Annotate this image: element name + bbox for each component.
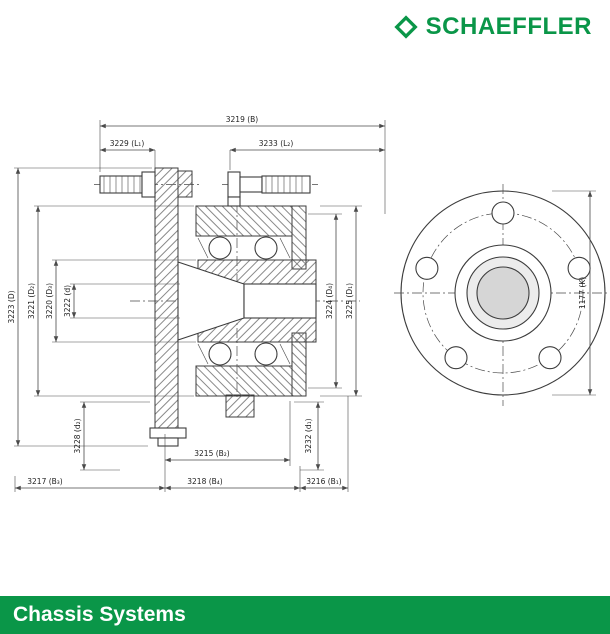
dim-label-d-minor: 3222 (d) xyxy=(63,285,72,317)
dim-label-d3-major: 3220 (D₃) xyxy=(45,283,54,319)
bolt-hole xyxy=(491,201,515,225)
dimensions-section: 3219 (B) 3229 (L₁) 3233 (L₂) 3223 (D) 32… xyxy=(7,115,386,492)
technical-drawing: 3219 (B) 3229 (L₁) 3233 (L₂) 3223 (D) 32… xyxy=(7,115,609,492)
dim-label-d2-major: 3221 (D₂) xyxy=(27,283,36,319)
bolt-boss-bottom xyxy=(225,394,255,418)
front-view xyxy=(394,184,609,406)
stud1-collar xyxy=(141,171,156,198)
bearing-ball xyxy=(208,236,232,260)
bolt-hole xyxy=(415,256,439,280)
bolt-hole xyxy=(444,346,468,370)
drawing-area: 3219 (B) 3229 (L₁) 3233 (L₂) 3223 (D) 32… xyxy=(0,56,610,596)
dimensions-front: 1177 (K) xyxy=(552,190,596,396)
footer-title: Chassis Systems xyxy=(13,603,186,626)
footer-bar: Chassis Systems xyxy=(0,596,610,634)
dim-label-l2: 3233 (L₂) xyxy=(259,139,294,148)
seal-lines xyxy=(197,237,291,365)
dim-label-d1-minor: 3232 (d₁) xyxy=(304,418,313,453)
stud1-thread-lines xyxy=(103,176,141,193)
bolt-circle xyxy=(422,212,584,374)
pilot-step-1 xyxy=(149,427,187,439)
wheel-flange xyxy=(154,167,179,429)
stud2-base xyxy=(227,196,241,207)
dim-label-d4-major: 3224 (D₄) xyxy=(325,283,334,319)
stud-boss xyxy=(177,170,193,198)
bolt-hole xyxy=(538,346,562,370)
schaeffler-logo: SCHAEFFLER xyxy=(393,13,592,41)
dim-label-b: 3219 (B) xyxy=(226,115,259,124)
bearing-ball xyxy=(208,342,232,366)
dim-label-l1: 3229 (L₁) xyxy=(110,139,145,148)
pilot-step-2 xyxy=(157,437,179,447)
hub-bore xyxy=(243,283,317,319)
dim-label-b2: 3215 (B₂) xyxy=(194,449,230,458)
dim-label-b3: 3217 (B₃) xyxy=(27,477,63,486)
dim-label-d1-major: 3225 (D₁) xyxy=(345,283,354,319)
dim-label-d2-minor: 3228 (d₂) xyxy=(73,418,82,453)
brand-name: SCHAEFFLER xyxy=(425,13,592,40)
schaeffler-logo-icon xyxy=(394,15,418,39)
dim-label-b1: 3216 (B₁) xyxy=(306,477,342,486)
section-view xyxy=(94,167,360,447)
dim-label-k: 1177 (K) xyxy=(578,277,587,309)
stud2-thread xyxy=(261,175,311,194)
dim-label-d-major: 3223 (D) xyxy=(7,290,16,323)
dim-label-b4: 3218 (B₄) xyxy=(187,477,223,486)
stud1-thread xyxy=(99,175,143,194)
stud2-shank xyxy=(239,176,263,193)
hub-bore-front xyxy=(476,266,530,320)
bearing-ball xyxy=(254,236,278,260)
bearing-ball xyxy=(254,342,278,366)
outer-ring-bottom xyxy=(195,365,293,397)
outer-ring-top xyxy=(195,205,293,237)
stud2-collar xyxy=(227,171,241,198)
stud2-thread-lines xyxy=(265,176,303,193)
header: SCHAEFFLER xyxy=(0,0,610,56)
bolt-hole xyxy=(567,256,591,280)
